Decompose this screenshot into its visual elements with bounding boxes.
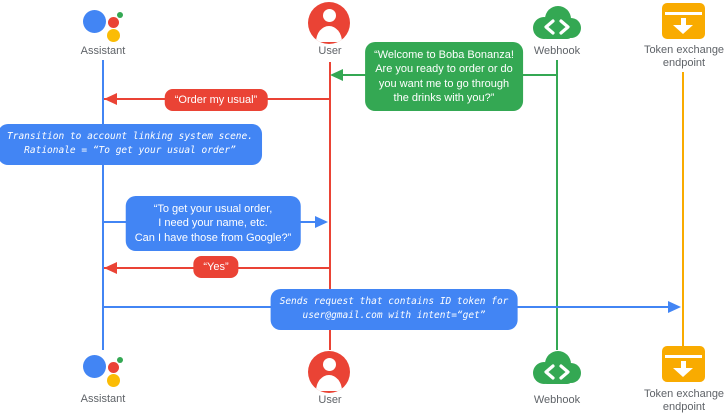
user-icon xyxy=(308,2,350,44)
token-request-arrowhead-icon xyxy=(668,301,681,313)
order-arrowhead-icon xyxy=(104,93,117,105)
token-endpoint-label-top: Token exchange endpoint xyxy=(643,44,725,70)
webhook-label-top: Webhook xyxy=(533,45,581,57)
assistant-logo-icon-bottom xyxy=(82,348,128,388)
webhook-cloud-icon xyxy=(528,4,586,42)
welcome-message-bubble: “Welcome to Boba Bonanza! Are you ready … xyxy=(365,42,523,112)
identity-message-bubble: “To get your usual order, I need your na… xyxy=(125,196,301,251)
webhook-lifeline xyxy=(556,60,558,350)
yes-arrowhead-icon xyxy=(104,262,117,274)
webhook-cloud-icon-bottom xyxy=(528,349,586,387)
token-endpoint-icon xyxy=(662,3,705,39)
yes-message-bubble: “Yes” xyxy=(193,256,239,279)
user-icon-bottom xyxy=(308,351,350,393)
user-label-top: User xyxy=(318,45,342,57)
assistant-label-bottom: Assistant xyxy=(80,393,126,405)
assistant-lifeline xyxy=(102,60,104,350)
user-label-bottom: User xyxy=(318,394,342,406)
token-endpoint-lifeline xyxy=(682,72,684,348)
welcome-arrowhead-icon xyxy=(330,69,343,81)
transition-note: Transition to account linking system sce… xyxy=(0,124,262,165)
assistant-label-top: Assistant xyxy=(80,45,126,57)
webhook-label-bottom: Webhook xyxy=(533,394,581,406)
token-endpoint-icon-bottom xyxy=(662,346,705,382)
identity-arrowhead-icon xyxy=(315,216,328,228)
user-lifeline xyxy=(329,62,331,350)
token-endpoint-label-bottom: Token exchange endpoint xyxy=(643,388,725,413)
order-message-bubble: “Order my usual” xyxy=(164,89,268,112)
assistant-logo-icon xyxy=(82,3,128,43)
token-request-note: Sends request that contains ID token for… xyxy=(270,289,518,330)
